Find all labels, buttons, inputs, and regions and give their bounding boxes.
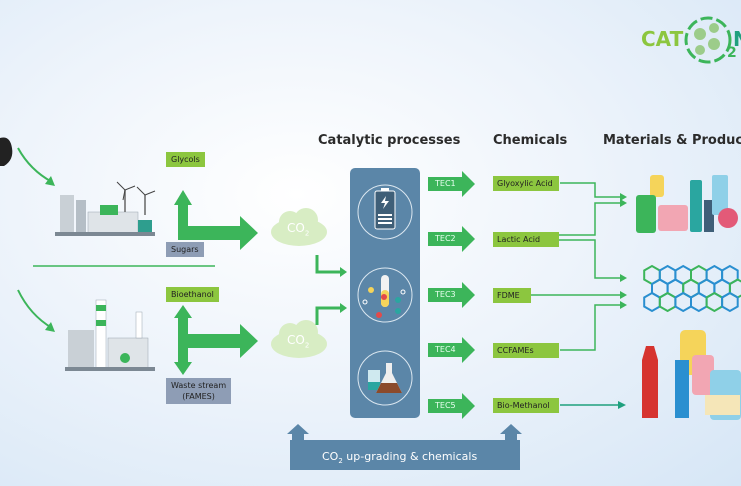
hexagon-cell [705, 291, 724, 313]
chemical-bio-methanol: Bio-Methanol [493, 398, 559, 413]
tec-label-2: TEC2 [435, 234, 456, 243]
co2-sub: 2 [304, 341, 310, 350]
product-connectors [530, 182, 620, 406]
logo-subscript: 2 [727, 45, 737, 61]
label-sugars: Sugars [166, 242, 204, 257]
co2-text: CO [287, 221, 305, 235]
co2-label-top: CO2 [287, 221, 309, 237]
cloud-to-process-arrow-top [315, 255, 340, 274]
label-waste-stream-line2: (FAMES) [182, 392, 215, 401]
tec-label-3: TEC3 [435, 290, 456, 299]
co2-sub: 2 [304, 229, 310, 238]
biorefinery-icon-top [55, 181, 156, 236]
chemical-ccfames: CCFAMEs [493, 343, 559, 358]
co2-upgrading-bar-shape [287, 424, 522, 470]
logo-text-trailing: N [733, 27, 741, 51]
bottom-sub: 2 [338, 457, 343, 466]
tec-arrow-4 [428, 337, 475, 363]
cloud-to-process-arrow-bottom [315, 306, 340, 325]
hexagon-cell [674, 291, 692, 313]
chemical-lactic-acid: Lactic Acid [493, 232, 559, 247]
tec-label-5: TEC5 [435, 401, 456, 410]
tec-arrow-1 [428, 171, 475, 197]
tec-arrow-5 [428, 393, 475, 419]
label-waste-stream-line1: Waste stream [171, 381, 227, 390]
header-catalytic-processes: Catalytic processes [318, 133, 461, 148]
co2-cloud-bottom [271, 320, 327, 358]
label-waste-stream: Waste stream (FAMES) [166, 378, 232, 404]
co2-upgrading-label: CO2 up-grading & chemicals [322, 450, 477, 465]
co2-text: CO [287, 333, 305, 347]
header-chemicals: Chemicals [493, 133, 568, 148]
packaging-bottles-icon [642, 330, 741, 420]
chemical-fdme: FDME [493, 288, 531, 303]
curved-arrow-bottom [17, 289, 53, 329]
co2-label-bottom: CO2 [287, 333, 309, 349]
flow-arrow-bottom [174, 305, 258, 375]
curved-arrow-top [17, 147, 53, 183]
battery-icon [374, 188, 396, 230]
tec-label-4: TEC4 [435, 345, 456, 354]
biorefinery-icon-bottom [65, 299, 155, 371]
header-materials-products: Materials & Products [603, 133, 741, 148]
bottom-co: CO [322, 450, 339, 463]
flow-arrow-top [174, 190, 258, 250]
tec-arrow-2 [428, 226, 475, 252]
label-bioethanol: Bioethanol [166, 287, 219, 302]
logo-text: CAT [641, 27, 684, 51]
caton2-logo-mark [684, 16, 732, 64]
lab-flasks-icon [368, 363, 402, 393]
source-blob [0, 137, 13, 166]
hexagon-cell [721, 291, 739, 313]
label-glycols: Glycols [166, 152, 205, 167]
co2-cloud-top [271, 208, 327, 246]
hexagon-cell [690, 291, 708, 313]
chemical-glyoxylic-acid: Glyoxylic Acid [493, 176, 559, 191]
hexagon-cell [643, 291, 661, 313]
polymer-material-icon [643, 264, 741, 313]
cosmetics-products-icon [636, 175, 738, 233]
bottom-suffix: up-grading & chemicals [342, 450, 478, 463]
tec-arrow-3 [428, 282, 475, 308]
tec-label-1: TEC1 [435, 179, 456, 188]
hexagon-cell [658, 291, 677, 313]
tec-arrows [428, 171, 475, 419]
test-tube-molecule-icon [362, 275, 406, 318]
